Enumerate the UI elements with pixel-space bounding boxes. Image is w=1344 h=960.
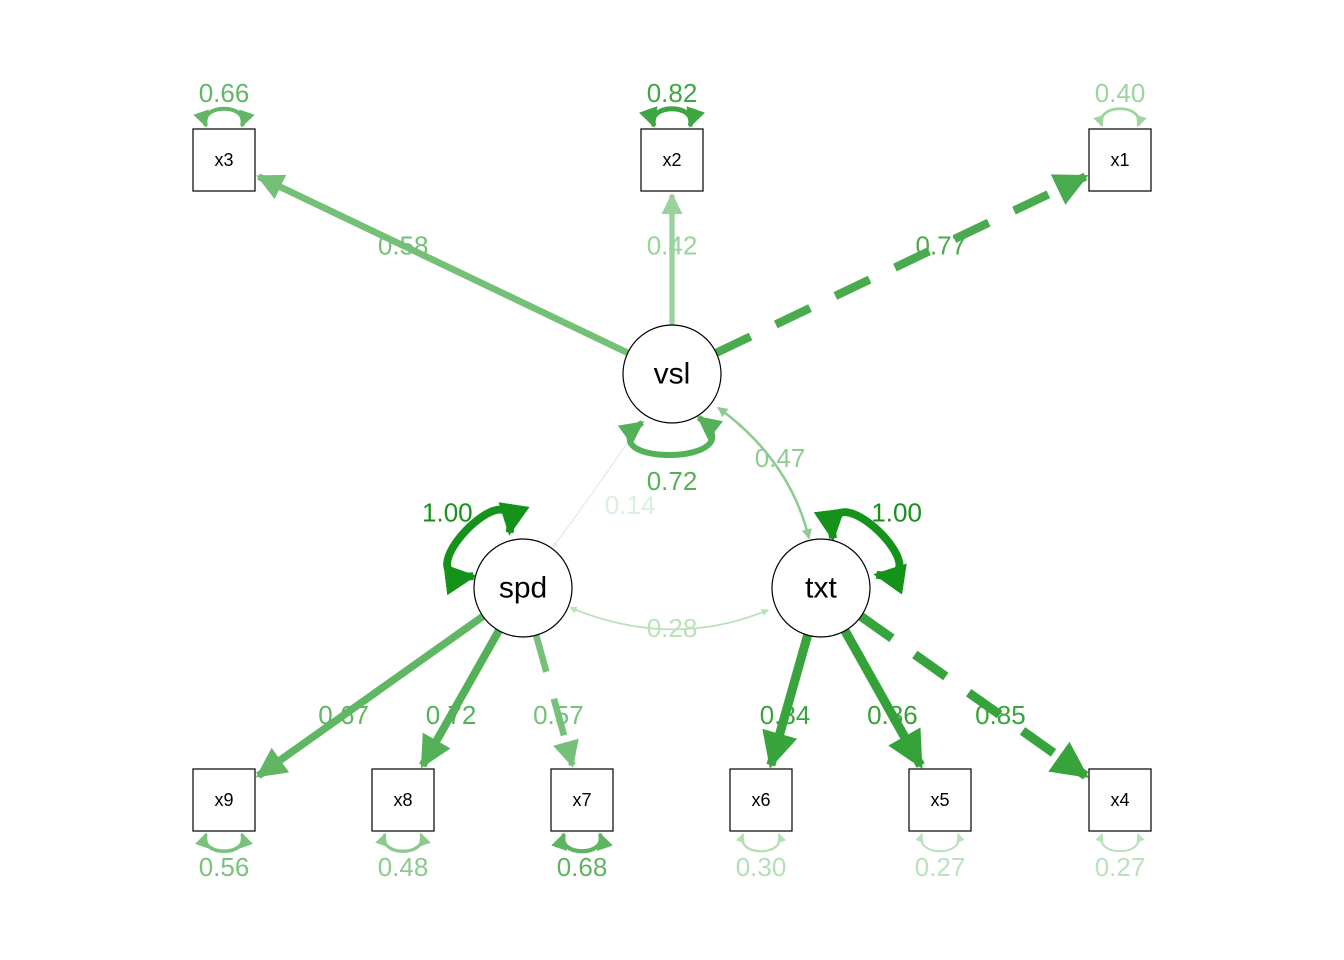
residual-label-x8: 0.48 (378, 852, 429, 882)
covariance-edge-spd-txt (569, 606, 770, 631)
observed-label-x9: x9 (214, 790, 233, 810)
variance-loop-vsl (617, 415, 724, 458)
loading-label-x4: 0.85 (975, 700, 1026, 730)
observed-label-x7: x7 (572, 790, 591, 810)
loading-edge-txt-x6 (762, 633, 813, 769)
latent-node-txt: txt (771, 538, 871, 638)
covariance-label-txt-vsl: 0.47 (755, 443, 806, 473)
observed-node-x1: x1 (1088, 128, 1152, 192)
observed-label-x6: x6 (751, 790, 770, 810)
observed-label-x4: x4 (1110, 790, 1129, 810)
covariance-edge-txt-vsl (717, 406, 812, 540)
residual-loop-x1 (1093, 107, 1147, 128)
loading-edge-txt-x5 (840, 628, 925, 769)
covariance-label-spd-vsl: 0.14 (605, 490, 656, 520)
loading-edge-spd-x8 (419, 628, 503, 769)
observed-node-x7: x7 (550, 768, 614, 832)
residual-label-x6: 0.30 (736, 852, 787, 882)
observed-node-x4: x4 (1088, 768, 1152, 832)
residual-label-x2: 0.82 (647, 78, 698, 108)
residual-loop-x8 (375, 832, 431, 853)
loading-edge-txt-x4 (858, 612, 1089, 780)
observed-label-x5: x5 (930, 790, 949, 810)
variance-label-spd: 1.00 (422, 497, 473, 527)
variance-loop-spd (443, 502, 530, 596)
variance-label-txt: 1.00 (871, 497, 922, 527)
latent-node-spd: spd (473, 538, 573, 638)
residual-loop-x7 (551, 832, 613, 854)
labels-layer: 0.58 0.42 0.77 0.67 0.72 0.57 0.84 0.86 0.85 0.14… (199, 78, 1146, 882)
latent-label-txt: txt (805, 572, 837, 605)
observed-node-x6: x6 (729, 768, 793, 832)
loading-label-x7: 0.57 (533, 700, 584, 730)
loading-edge-spd-x9 (255, 613, 486, 779)
observed-label-x1: x1 (1110, 150, 1129, 170)
edges-layer (193, 106, 1147, 854)
loading-label-x1: 0.77 (915, 231, 966, 261)
latent-node-vsl: vsl (622, 324, 722, 424)
covariance-label-spd-txt: 0.28 (647, 613, 698, 643)
observed-node-x5: x5 (908, 768, 972, 832)
residual-label-x4: 0.27 (1095, 852, 1146, 882)
loading-label-x6: 0.84 (760, 700, 811, 730)
residual-label-x9: 0.56 (199, 852, 250, 882)
loading-edge-vsl-x1 (714, 172, 1089, 357)
residual-label-x3: 0.66 (199, 78, 250, 108)
loading-label-x3: 0.58 (378, 231, 429, 261)
residual-loop-x4 (1095, 833, 1145, 853)
observed-node-x9: x9 (192, 768, 256, 832)
loading-edge-spd-x7 (532, 634, 579, 768)
observed-label-x8: x8 (393, 790, 412, 810)
observed-label-x3: x3 (214, 150, 233, 170)
residual-label-x1: 0.40 (1095, 78, 1146, 108)
residual-loop-x5 (915, 833, 965, 853)
observed-label-x2: x2 (662, 150, 681, 170)
loading-label-x8: 0.72 (426, 700, 477, 730)
variance-loop-txt (813, 508, 907, 595)
loading-label-x9: 0.67 (318, 700, 369, 730)
loading-label-x2: 0.42 (647, 231, 698, 261)
latent-label-spd: spd (499, 572, 547, 605)
residual-label-x5: 0.27 (915, 852, 966, 882)
observed-node-x8: x8 (371, 768, 435, 832)
nodes-layer: vsl spd txt x1 x2 x3 x4 x5 x6 x7 x8 x9 (192, 128, 1152, 832)
loading-edge-vsl-x3 (256, 173, 630, 356)
variance-label-vsl: 0.72 (647, 466, 698, 496)
residual-loop-x2 (639, 106, 705, 128)
residual-loop-x3 (193, 106, 255, 128)
observed-node-x2: x2 (640, 128, 704, 192)
residual-loop-x6 (735, 833, 787, 853)
observed-node-x3: x3 (192, 128, 256, 192)
residual-label-x7: 0.68 (557, 852, 608, 882)
residual-loop-x9 (194, 832, 254, 853)
loading-label-x5: 0.86 (867, 700, 918, 730)
latent-label-vsl: vsl (654, 358, 691, 391)
